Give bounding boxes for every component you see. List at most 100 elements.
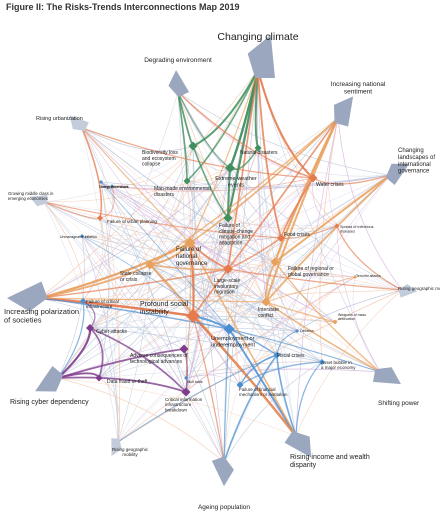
risk-node-urban-planning: [97, 215, 103, 221]
link-food-crises-to-involuntary-migration: [227, 237, 282, 270]
background-link: [257, 69, 267, 303]
link-changing-climate-to-natural-disasters: [254, 68, 260, 150]
background-link: [89, 327, 323, 363]
risk-node-state-collapse: [145, 260, 155, 270]
background-link: [57, 377, 225, 463]
background-link: [39, 297, 185, 350]
link-increasing-polarization-to-involuntary-migration: [39, 268, 229, 299]
trend-shape-changing-climate: [247, 34, 275, 78]
link-increasing-national-sentiment-to-profound-social-instability: [192, 117, 339, 317]
link-changing-climate-to-food-crises: [257, 69, 282, 239]
link-shifting-power-to-failure-regional-governance: [274, 261, 381, 373]
background-link: [111, 185, 336, 323]
background-link: [149, 264, 298, 332]
background-link: [183, 237, 282, 350]
background-link: [100, 181, 282, 239]
background-link: [177, 91, 391, 176]
link-interstate-conflict-to-weapons-mass-destruction: [265, 301, 336, 323]
link-unmanageable-inflation-to-unemployment: [81, 235, 230, 330]
link-increasing-polarization-to-unemployment: [39, 297, 230, 330]
link-increasing-national-sentiment-to-interstate-conflict: [264, 116, 340, 304]
risk-label-energy-price-shock: Energy price shock: [99, 185, 129, 189]
link-integration-strains-to-urban-planning: [99, 185, 115, 219]
background-link: [81, 127, 194, 152]
risk-node-failure-regional-governance: [270, 257, 280, 267]
background-link: [57, 177, 314, 379]
link-climate-failure-to-biodiversity-loss: [192, 145, 229, 219]
background-link: [111, 174, 391, 191]
background-link: [82, 217, 104, 302]
background-link: [177, 91, 323, 363]
background-link: [189, 242, 356, 278]
background-link: [183, 147, 259, 350]
background-link: [57, 235, 85, 379]
background-link: [223, 69, 259, 463]
trend-label-ageing-population: Ageing population: [198, 504, 250, 511]
risk-label-illicit-trade: Illicit trade: [187, 380, 203, 384]
background-link: [89, 167, 231, 329]
link-illicit-trade-to-failure-national-governance: [185, 242, 191, 379]
background-link: [98, 177, 314, 379]
background-link: [81, 235, 185, 350]
background-link: [223, 384, 241, 463]
background-link: [57, 145, 194, 379]
link-changing-landscapes-to-interstate-conflict: [265, 174, 391, 303]
background-link: [257, 147, 391, 177]
risk-node-critical-info-breakdown: [181, 387, 191, 397]
background-link: [312, 177, 338, 227]
background-link: [43, 201, 403, 291]
background-link: [82, 91, 179, 302]
link-degrading-environment-to-water-crises: [177, 91, 314, 179]
risk-label-cyber-attacks: Cyber-attacks: [96, 329, 127, 335]
risk-label-natural-disasters: Natural disasters: [240, 150, 278, 156]
link-rising-cyber-dependency-to-critical-info-breakdown: [57, 376, 187, 393]
risk-node-natural-disasters: [254, 144, 262, 152]
risk-node-biodiversity-loss: [188, 141, 198, 151]
background-link: [89, 177, 314, 329]
background-link: [43, 201, 119, 443]
trend-label-rising-urbanization: Rising urbanization: [36, 116, 83, 122]
background-link: [81, 127, 403, 291]
trend-shape-increasing-polarization: [7, 281, 48, 312]
background-link: [337, 117, 403, 291]
link-changing-climate-to-water-crises: [256, 68, 315, 180]
risk-node-critical-infrastructure: [80, 298, 86, 304]
risk-node-cyber-attacks: [86, 324, 94, 332]
background-link: [117, 276, 356, 443]
link-cyber-attacks-to-critical-info-breakdown: [89, 327, 187, 393]
risk-node-unemployment: [223, 323, 235, 335]
background-link: [227, 177, 314, 270]
link-changing-climate-to-biodiversity-loss: [191, 68, 260, 148]
background-link: [185, 268, 229, 393]
background-link: [192, 315, 336, 323]
background-link: [82, 300, 187, 379]
background-link: [257, 147, 297, 437]
background-link: [185, 391, 225, 463]
risk-label-unmanageable-inflation: Unmanageable inflation: [60, 235, 97, 239]
link-ageing-population-to-fiscal-crises: [223, 354, 278, 463]
link-changing-climate-to-involuntary-migration: [227, 69, 259, 270]
link-rising-geographic-mobility-to-involuntary-migration: [227, 268, 403, 291]
background-link: [81, 217, 229, 237]
background-link: [239, 174, 391, 386]
risk-node-illicit-trade: [184, 376, 188, 380]
trend-shapes: [7, 34, 418, 487]
link-degrading-environment-to-extreme-weather: [177, 91, 231, 169]
background-link: [352, 276, 381, 373]
trend-label-changing-climate: Changing climate: [217, 31, 298, 43]
background-link: [227, 268, 278, 356]
background-link: [296, 289, 403, 332]
background-link: [39, 69, 259, 299]
background-link: [81, 127, 104, 183]
